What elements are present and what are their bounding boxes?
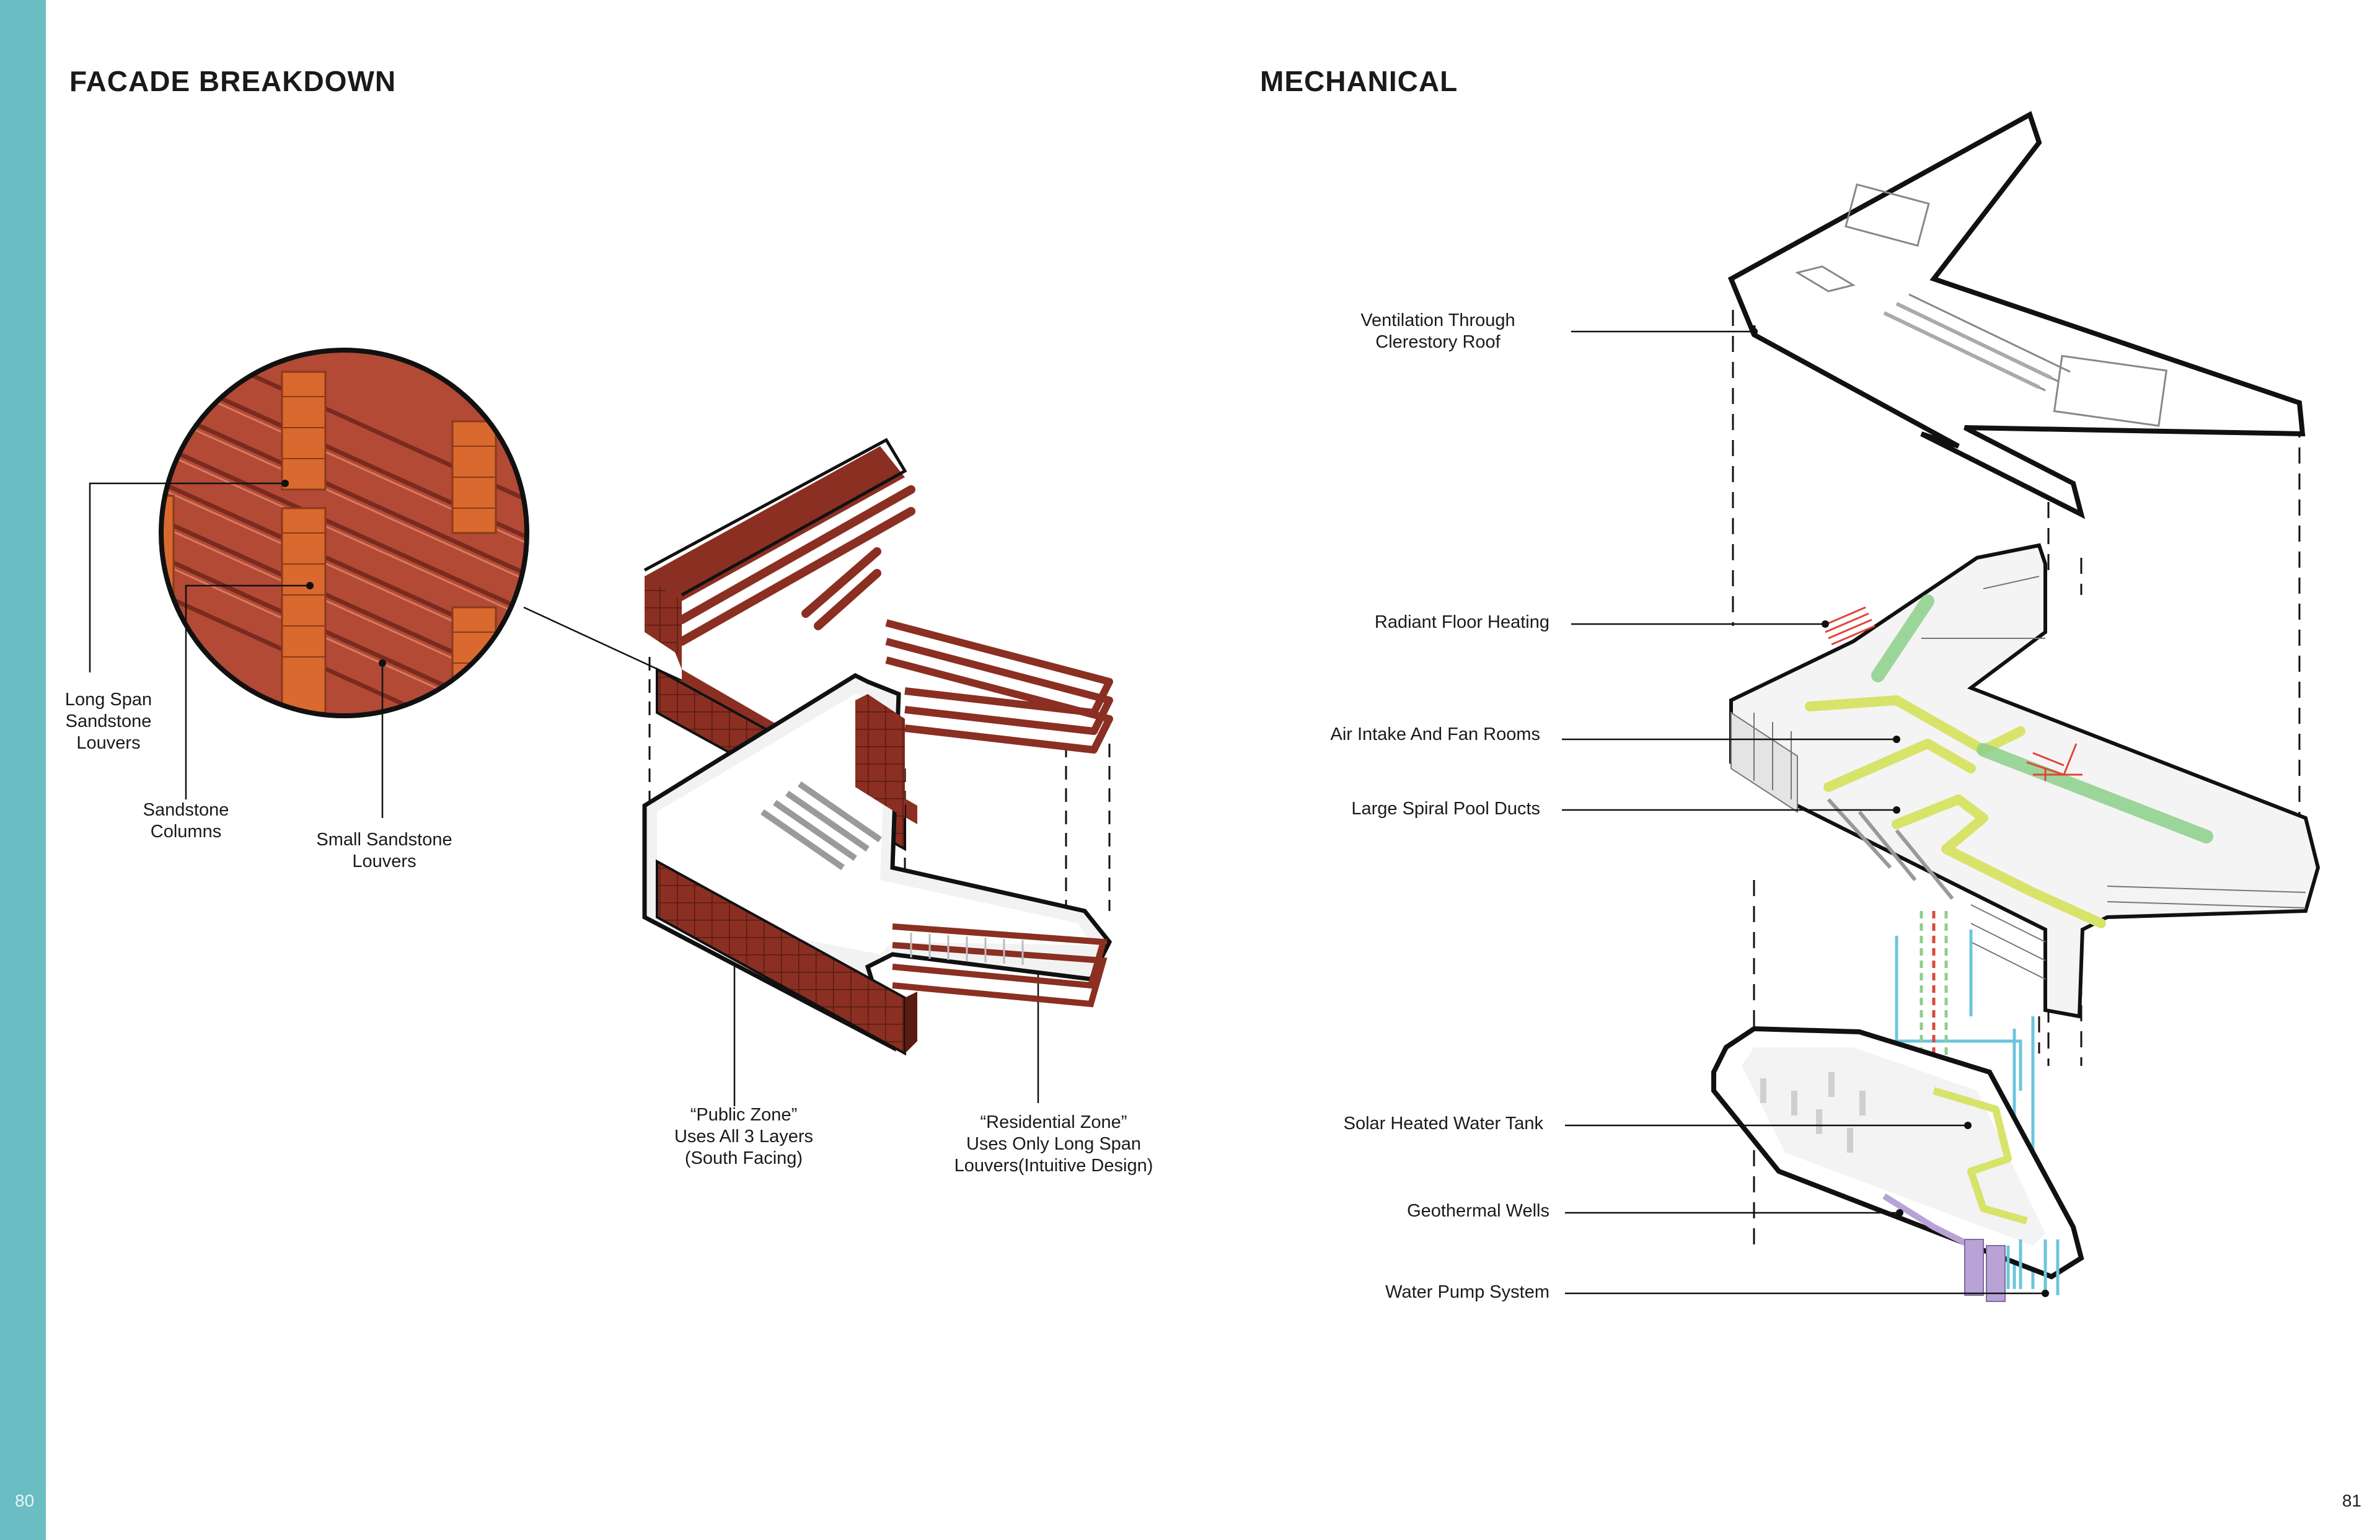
callout-water-pump: Water Pump System bbox=[1385, 1282, 1549, 1302]
callout-long-span-louvers: Long Span Sandstone Louvers bbox=[64, 690, 152, 753]
callout-geothermal-wells: Geothermal Wells bbox=[1407, 1201, 1549, 1221]
page-number-left: 80 bbox=[15, 1491, 35, 1510]
mechanical-title: MECHANICAL bbox=[1260, 65, 1458, 97]
facade-exploded-axonometric bbox=[642, 438, 1113, 1056]
callout-small-louvers: Small Sandstone Louvers bbox=[316, 830, 452, 871]
callout-radiant-floor-heating: Radiant Floor Heating bbox=[1374, 612, 1549, 632]
callout-public-zone: “Public Zone” Uses All 3 Layers (South F… bbox=[674, 1105, 814, 1168]
mechanical-exploded-axonometric bbox=[1711, 111, 2320, 1302]
mechanical-leader-lines bbox=[1562, 330, 2045, 1295]
page-number-right: 81 bbox=[2342, 1491, 2361, 1510]
callout-sandstone-columns: Sandstone Columns bbox=[143, 800, 229, 842]
page-edge-band bbox=[0, 0, 46, 1540]
facade-detail-magnifier bbox=[159, 348, 731, 718]
facade-breakdown-title: FACADE BREAKDOWN bbox=[69, 65, 397, 97]
callout-residential-zone: “Residential Zone” Uses Only Long Span L… bbox=[954, 1112, 1153, 1176]
callout-ventilation: Ventilation Through Clerestory Roof bbox=[1360, 310, 1515, 352]
callout-spiral-pool-ducts: Large Spiral Pool Ducts bbox=[1351, 799, 1540, 819]
callout-air-intake: Air Intake And Fan Rooms bbox=[1330, 724, 1541, 744]
callout-solar-water-tank: Solar Heated Water Tank bbox=[1343, 1114, 1543, 1133]
